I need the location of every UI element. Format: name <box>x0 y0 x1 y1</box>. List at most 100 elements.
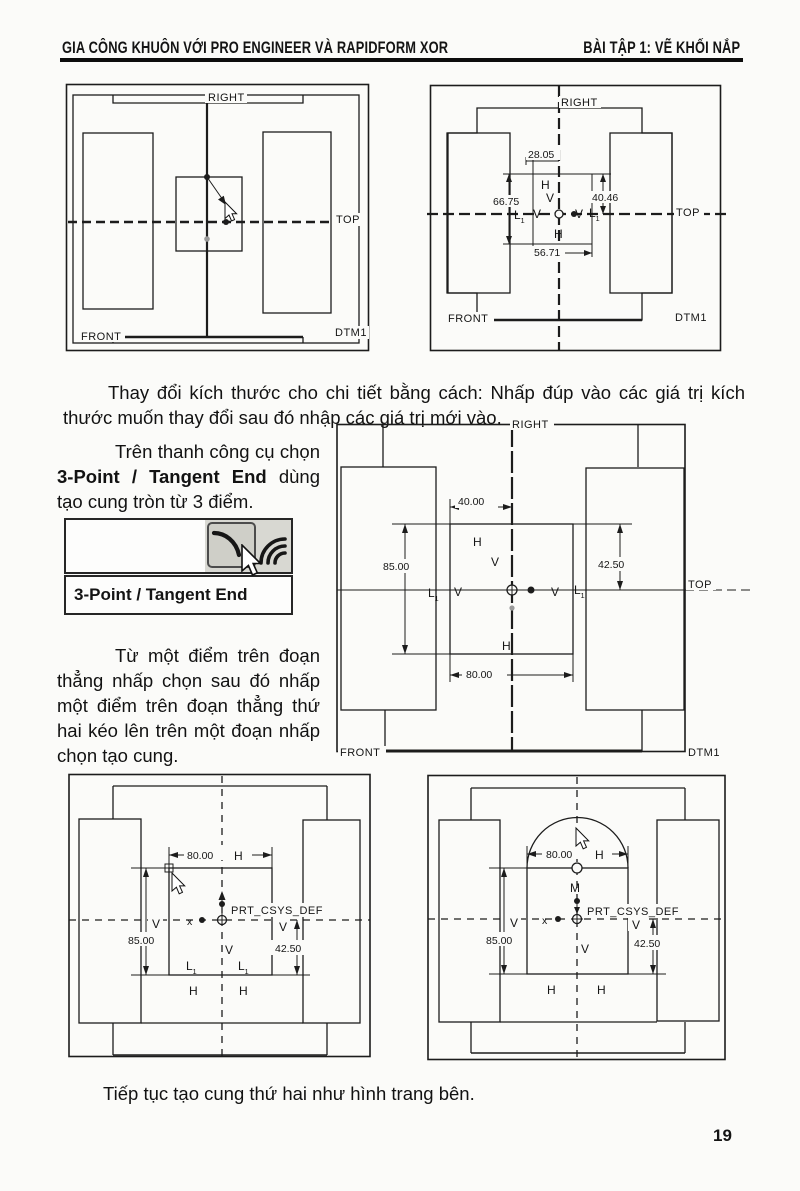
constraint-v: V <box>454 585 462 599</box>
constraint-h: H <box>502 639 511 653</box>
constraint-l1: L <box>589 206 596 220</box>
datum-plane-label-right: RIGHT <box>208 92 245 104</box>
header-rule <box>60 58 743 62</box>
vertex-dot <box>527 586 535 594</box>
drag-arrowhead <box>218 195 226 205</box>
constraint-l1-sub: 1 <box>245 967 249 976</box>
vertex-dot <box>555 916 561 922</box>
constraint-l1: L <box>514 208 521 222</box>
caption: Tiếp tục tạo cung thứ hai như hình trang… <box>103 1082 475 1104</box>
constraint-h: H <box>473 535 482 549</box>
datum-plane-label-top: TOP <box>336 214 360 226</box>
constraint-v: V <box>225 943 233 957</box>
small-arrow <box>574 907 580 914</box>
constraint-h: H <box>239 984 248 998</box>
arc-icon <box>211 530 242 558</box>
header-title-right: BÀI TẬP 1: VẼ KHỐI NẮP <box>583 39 740 57</box>
toolbar-flyout <box>205 520 291 572</box>
axis-x-label: x <box>187 916 193 928</box>
constraint-v: V <box>551 585 559 599</box>
paragraph-toolbar-post: dùng tạo cung tròn từ 3 điểm. <box>57 465 320 512</box>
mouse-cursor-icon <box>171 871 186 895</box>
selection-handle <box>164 863 174 873</box>
dim-left: 66.75 <box>493 196 519 208</box>
part-outline <box>340 425 685 753</box>
dim-right: 42.50 <box>275 943 301 955</box>
constraint-v: V <box>152 917 160 931</box>
sketch-view-5: 80.00 H 85.00 V 42.50 V PRT_CSYS_DEF x M… <box>427 774 726 1061</box>
paragraph-resize: Thay đổi kích thước cho chi tiết bằng cá… <box>63 381 745 428</box>
dim-right: 40.46 <box>592 192 618 204</box>
csys-label: PRT_CSYS_DEF <box>587 906 679 918</box>
vertex-dot <box>223 219 229 225</box>
paragraph-arc-steps: Từ một điểm trên đoạn thẳng nhấp chọn sa… <box>57 644 320 766</box>
paragraph-toolbar: Trên thanh công cụ chọn 3-Point / Tangen… <box>57 439 320 514</box>
conic-arc-icon <box>259 537 287 565</box>
constraint-l1: L <box>428 586 435 600</box>
toolbar-figure: 3-Point / Tangent End <box>64 518 293 615</box>
datum-label-dtm1: DTM1 <box>688 747 720 759</box>
datum-plane-label-top: TOP <box>688 579 712 591</box>
dim-right: 42.50 <box>598 559 624 571</box>
axis-x-label: x <box>542 915 548 927</box>
constraint-v: V <box>279 920 287 934</box>
csys-label: PRT_CSYS_DEF <box>231 905 323 917</box>
page-number: 19 <box>713 1126 732 1145</box>
constraint-h: H <box>595 848 604 862</box>
datum-plane-label-front: FRONT <box>340 747 380 759</box>
constraint-h: H <box>189 984 198 998</box>
mouse-cursor-icon <box>224 200 238 222</box>
sketch-view-4: 80.00 H 85.00 V 42.50 V PRT_CSYS_DEF x L… <box>68 773 371 1058</box>
mouse-cursor-icon <box>241 544 263 577</box>
constraint-v: V <box>632 918 640 932</box>
arc-3point-button <box>207 522 256 568</box>
sketched-arc <box>526 816 629 869</box>
dim-top: 80.00 <box>546 849 572 861</box>
snap-dot <box>204 236 210 242</box>
constraint-l1-sub: 1 <box>521 216 525 225</box>
constraint-l1: L <box>186 959 193 973</box>
paragraph-toolbar-bold: 3-Point / Tangent End <box>57 465 267 487</box>
part-outline <box>438 787 720 1054</box>
center-sketch-rect <box>168 867 273 976</box>
constraint-v: V <box>546 191 554 205</box>
dim-top: 80.00 <box>187 850 213 862</box>
sketch-view-3: 40.00 85.00 42.50 80.00 H V V L 1 V L 1 … <box>336 419 753 759</box>
constraint-v: V <box>533 207 541 221</box>
dim-bottom: 80.00 <box>466 669 492 681</box>
part-outline <box>78 785 361 1056</box>
constraint-m: M <box>570 881 580 895</box>
paragraph-toolbar-pre: Trên thanh công cụ chọn <box>115 440 320 462</box>
tooltip: 3-Point / Tangent End <box>64 575 293 615</box>
constraint-h: H <box>234 849 243 863</box>
constraint-v: V <box>575 207 583 221</box>
dim-left: 85.00 <box>486 935 512 947</box>
arc-midpoint-marker <box>571 862 583 874</box>
dim-top: 40.00 <box>458 496 484 508</box>
constraint-l1: L <box>238 959 245 973</box>
center-sketch-rect <box>449 523 574 655</box>
sketch-view-1: RIGHT TOP FRONT DTM1 <box>65 83 370 352</box>
part-outline <box>72 94 360 344</box>
dim-left: 85.00 <box>128 935 154 947</box>
dim-bottom: 56.71 <box>534 247 560 259</box>
mouse-cursor-icon <box>575 826 590 850</box>
constraint-h: H <box>554 227 563 241</box>
dim-top: 28.05 <box>528 149 554 161</box>
drag-line <box>206 176 224 201</box>
toolbar-strip <box>64 518 293 577</box>
sketch-view-2: 28.05 66.75 40.46 56.71 H V V V H L 1 L … <box>427 84 728 352</box>
constraint-h: H <box>597 983 606 997</box>
datum-plane-label-front: FRONT <box>448 313 488 325</box>
constraint-h: H <box>541 178 550 192</box>
dim-left: 85.00 <box>383 561 409 573</box>
axis-y-arrow <box>218 891 226 900</box>
view-border <box>65 83 370 352</box>
vertex-dot <box>199 917 205 923</box>
view-border <box>429 84 722 352</box>
dim-right: 42.50 <box>634 938 660 950</box>
datum-plane-label-right: RIGHT <box>561 97 598 109</box>
constraint-v: V <box>491 555 499 569</box>
constraint-l1-sub: 1 <box>435 594 439 603</box>
